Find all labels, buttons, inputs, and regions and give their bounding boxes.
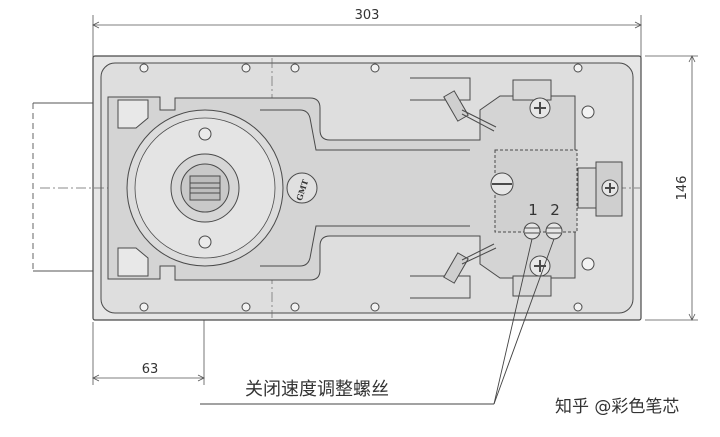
caption-closing-speed-screw: 关闭速度调整螺丝 [245,379,389,400]
speed-valve-2 [545,222,563,240]
spindle-housing [32,102,93,272]
dimension-height-label: 146 [675,176,690,201]
slotted-screw-icon [490,172,514,196]
phillips-screw-icon [601,179,619,197]
mounting-holes [139,63,595,312]
cam-housing [126,109,284,267]
adjustment-screw-top [443,90,497,132]
speed-valve-1 [523,222,541,240]
leader-lines [200,238,555,405]
watermark: 知乎 @彩色笔芯 [555,397,679,417]
valve-label-2: 2 [550,201,560,219]
left-bracket [117,99,149,277]
gmt-logo: GMT [286,172,318,204]
dimension-width-label: 303 [355,8,380,23]
phillips-screw-icon [529,97,551,119]
phillips-screw-icon [529,255,551,277]
valve-label-1: 1 [528,201,538,219]
arm-channels [260,77,471,299]
adjustment-screw-bottom [443,243,497,284]
dimension-offset-label: 63 [142,362,159,377]
